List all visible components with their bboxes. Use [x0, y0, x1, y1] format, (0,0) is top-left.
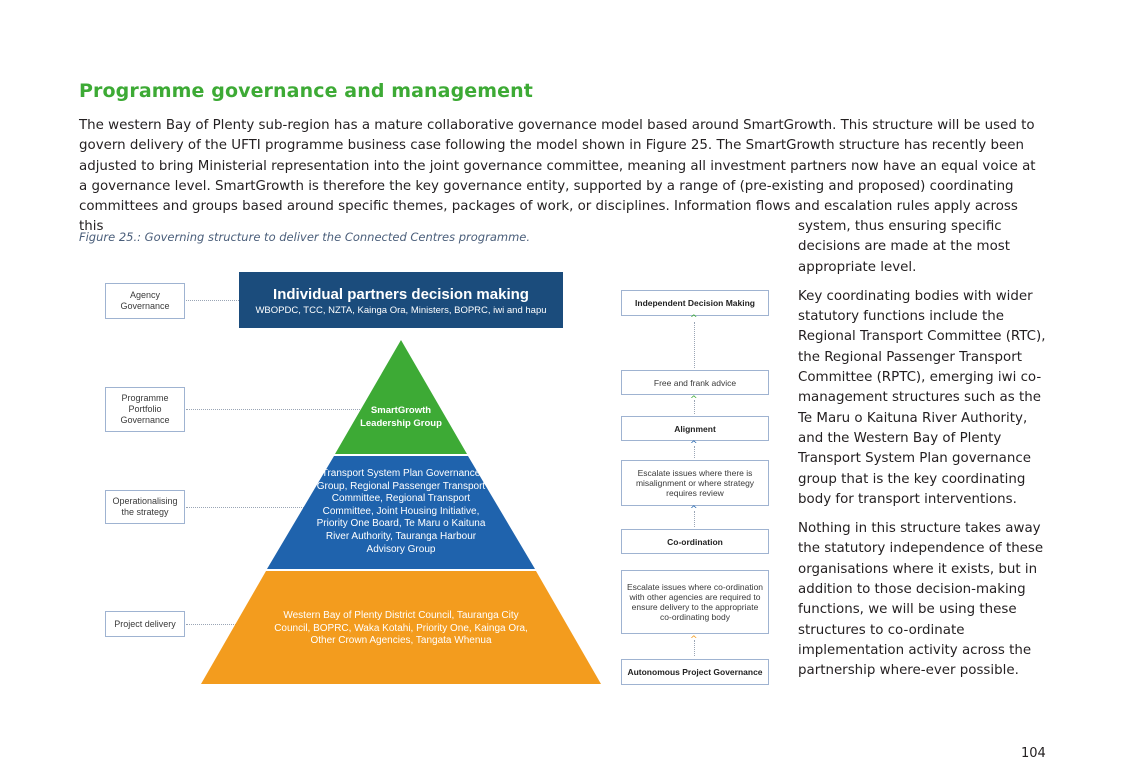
arrow-up-green-icon: ^ [690, 395, 698, 405]
autonomous-project-governance-box: Autonomous Project Governance [621, 659, 769, 685]
connector-vertical [694, 322, 695, 368]
side-text: system, thus ensuring specific decisions… [798, 217, 1046, 691]
arrow-up-orange-icon: ^ [690, 635, 698, 645]
top-box-subtitle: WBOPDC, TCC, NZTA, Kainga Ora, Ministers… [255, 305, 547, 316]
escalate-coordination-box: Escalate issues where co-ordination with… [621, 570, 769, 634]
label-operationalising-strategy: Operationalising the strategy [105, 490, 185, 524]
pyramid-tier-3 [201, 571, 601, 684]
label-programme-portfolio-governance: Programme Portfolio Governance [105, 387, 185, 432]
page-heading: Programme governance and management [79, 80, 533, 102]
independent-decision-making-box: Independent Decision Making [621, 290, 769, 316]
side-paragraph-2: Key coordinating bodies with wider statu… [798, 288, 1046, 507]
side-paragraph-1: system, thus ensuring specific decisions… [798, 219, 1010, 275]
connector-vertical [694, 400, 695, 414]
alignment-box: Alignment [621, 416, 769, 441]
tier-3-text: Western Bay of Plenty District Council, … [274, 610, 528, 647]
arrow-up-blue-icon: ^ [690, 440, 698, 450]
pyramid-tier-1 [335, 340, 467, 454]
connector-line [186, 300, 239, 301]
top-box-title: Individual partners decision making [273, 286, 529, 303]
figure-caption: Figure 25.: Governing structure to deliv… [79, 230, 531, 244]
escalate-misalignment-box: Escalate issues where there is misalignm… [621, 460, 769, 506]
tier-1-text: SmartGrowth Leadership Group [360, 405, 442, 429]
label-agency-governance: Agency Governance [105, 283, 185, 319]
pyramid-tier-2 [267, 456, 535, 569]
individual-partners-box: Individual partners decision making WBOP… [239, 272, 563, 328]
connector-line [186, 507, 306, 508]
page-number: 104 [1021, 746, 1046, 761]
arrow-up-blue-icon: ^ [690, 505, 698, 515]
connector-vertical [694, 446, 695, 458]
tier-2-text: Transport System Plan Governance Group, … [316, 468, 486, 555]
side-paragraph-3: Nothing in this structure takes away the… [798, 521, 1044, 679]
free-frank-advice-box: Free and frank advice [621, 370, 769, 395]
coordination-box: Co-ordination [621, 529, 769, 554]
connector-vertical [694, 640, 695, 656]
arrow-up-green-icon: ^ [690, 314, 698, 324]
intro-paragraph: The western Bay of Plenty sub-region has… [79, 118, 1036, 235]
connector-line [186, 624, 246, 625]
label-project-delivery: Project delivery [105, 611, 185, 637]
connector-line [186, 409, 366, 410]
connector-vertical [694, 511, 695, 527]
